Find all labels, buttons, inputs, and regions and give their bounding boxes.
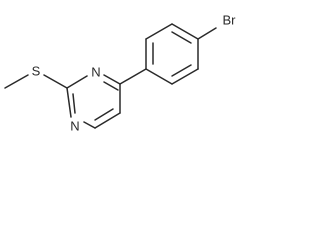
- phenyl-inner-bond-3: [171, 64, 192, 77]
- n1-c6-bond: [103, 74, 121, 85]
- n3-c2-double-bond: [72, 93, 76, 114]
- phenyl-bromine-bond: [197, 27, 217, 40]
- pyrimidine-phenyl-bond: [119, 68, 147, 85]
- c4-n3-bond: [83, 121, 96, 129]
- n1-c6-double-bond: [103, 81, 119, 91]
- methyl-sulfur-bond: [4, 74, 29, 89]
- chemical-structure-diagram: S N N Br: [4, 13, 237, 134]
- n3-c2-bond: [66, 87, 72, 118]
- c5-c4-double-bond: [94, 108, 114, 121]
- sulfur-atom-label: S: [32, 64, 41, 79]
- sulfur-c2-bond: [43, 74, 68, 89]
- phenyl-bond-2: [145, 23, 173, 40]
- phenyl-bond-6: [145, 68, 173, 85]
- phenyl-inner-bond-2: [171, 31, 192, 44]
- bromine-atom-label: Br: [223, 13, 237, 28]
- nitrogen-atom-label-upper: N: [91, 65, 100, 80]
- phenyl-bond-3: [171, 23, 199, 40]
- c5-c4-bond: [94, 112, 121, 129]
- c2-n1-bond: [66, 75, 88, 89]
- nitrogen-atom-label-lower: N: [70, 119, 79, 134]
- phenyl-bond-5: [171, 68, 199, 85]
